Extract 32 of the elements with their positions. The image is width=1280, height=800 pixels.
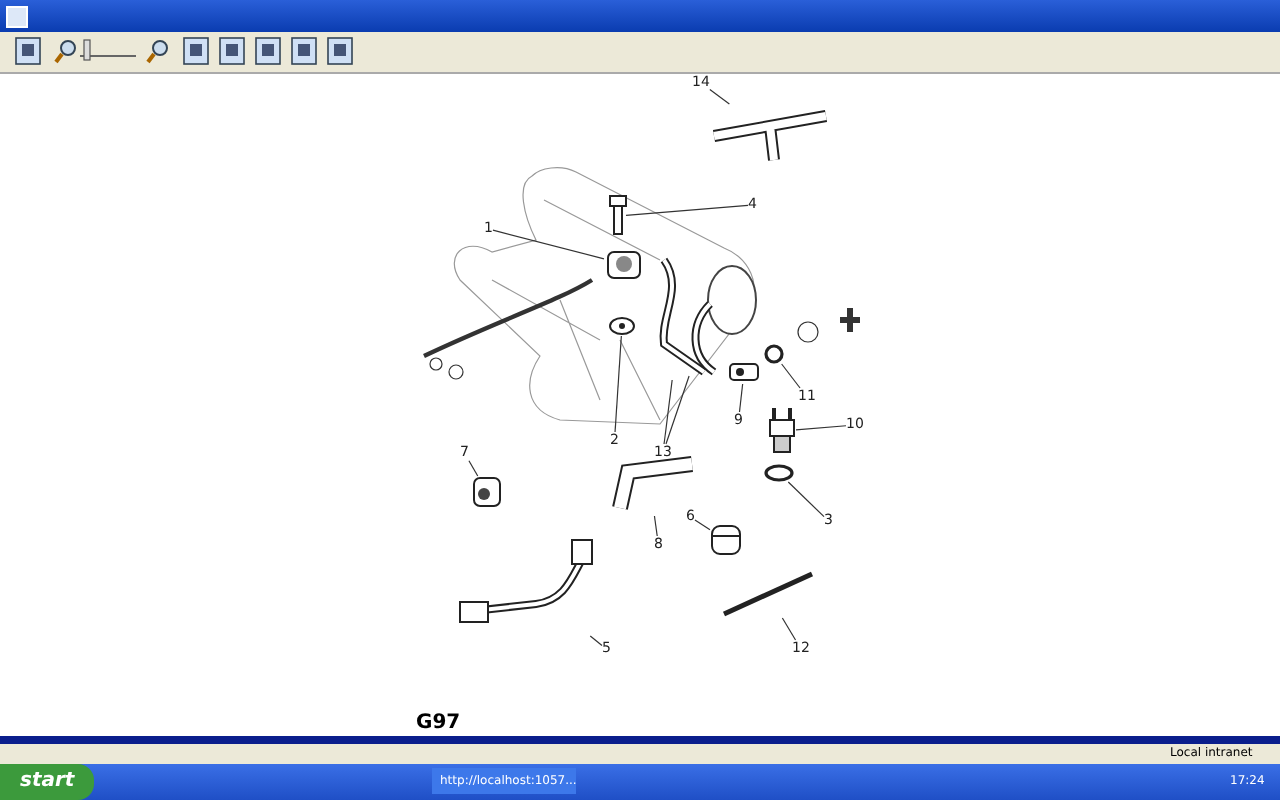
- leader-line: [787, 481, 825, 518]
- sensor-part: [729, 363, 759, 381]
- rod-part: [722, 571, 814, 617]
- figure-code: G97: [416, 712, 461, 734]
- switch-part: [769, 406, 795, 453]
- plug-part: [711, 525, 741, 555]
- leader-line: [663, 379, 673, 445]
- start-button: start: [0, 764, 95, 800]
- leader-line: [625, 204, 749, 216]
- leader-line: [589, 635, 603, 646]
- bolt-part: [609, 195, 627, 235]
- washer-part: [764, 344, 784, 364]
- leader-line: [614, 335, 622, 433]
- fuel-pipe-part: [459, 539, 593, 623]
- leader-line: [795, 425, 847, 431]
- leader-line: [738, 383, 744, 413]
- leader-line: [781, 617, 797, 641]
- valve-part: [607, 251, 641, 279]
- elbow-fitting-part: [612, 456, 693, 510]
- leader-line: [492, 229, 605, 260]
- hex-nut-part: [473, 477, 501, 507]
- hose-part: [659, 257, 707, 376]
- hose-part: [691, 301, 717, 376]
- leader-line: [694, 519, 711, 531]
- leader-line: [781, 363, 801, 389]
- t-piece-part: [708, 110, 832, 166]
- leader-line: [709, 89, 730, 105]
- leader-line: [468, 460, 479, 477]
- leader-line: [665, 375, 690, 445]
- leader-line: [653, 515, 658, 537]
- gasket-part: [609, 317, 635, 335]
- o-ring-part: [764, 464, 794, 482]
